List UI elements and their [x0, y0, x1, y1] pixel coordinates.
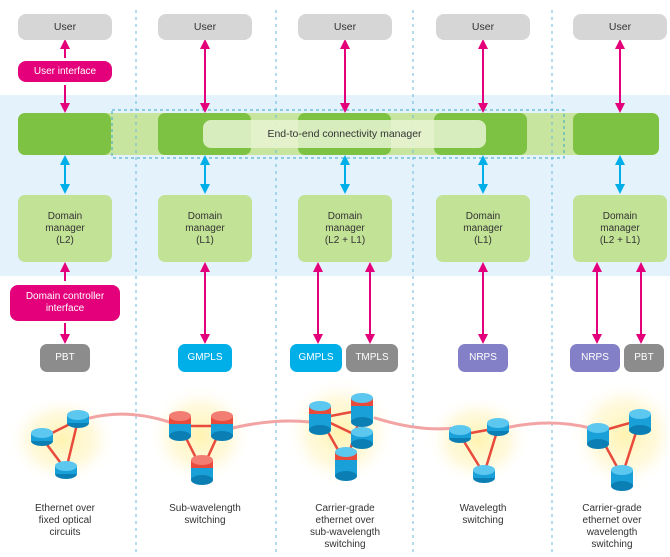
switch-node-icon — [191, 455, 213, 485]
switch-node-icon — [335, 447, 357, 481]
router-node-icon — [449, 425, 471, 443]
caption-col-2: Sub-wavelength switching — [145, 503, 265, 527]
switch-node-icon — [351, 427, 373, 449]
dm-line: (L1) — [474, 234, 492, 246]
protocol-nrps-4: NRPS — [458, 344, 508, 372]
user-box-4: User — [436, 14, 530, 40]
caption-col-4: Wavelegth switching — [423, 503, 543, 527]
caption-line: circuits — [49, 527, 81, 538]
caption-line: Ethernet over — [34, 503, 96, 514]
protocol-arrows — [60, 262, 646, 344]
switch-node-icon — [351, 393, 373, 427]
caption-line: sub-wavelength — [309, 527, 381, 538]
dm-line: (L2 + L1) — [324, 234, 366, 246]
switch-node-icon — [169, 411, 191, 441]
router-node-icon — [55, 461, 77, 479]
caption-line: Sub-wavelength — [169, 503, 241, 514]
caption-line: ethernet over — [315, 515, 375, 526]
caption-line: Wavelegth — [459, 503, 507, 514]
dm-line: manager — [185, 222, 225, 234]
protocol-gmpls-3: GMPLS — [290, 344, 342, 372]
domain-controller-interface-label: Domain controller interface — [10, 285, 120, 321]
switch-node-icon — [611, 465, 633, 491]
dm-line: Domain — [465, 210, 501, 222]
caption-line: fixed optical — [38, 515, 92, 526]
switch-node-icon — [211, 411, 233, 441]
caption-line: ethernet over — [582, 515, 642, 526]
router-node-icon — [487, 418, 509, 436]
e2e-dashed-frame — [111, 109, 565, 159]
caption-line: switching — [591, 539, 633, 550]
inter-domain-links — [88, 412, 592, 432]
caption-line: Carrier-grade — [315, 503, 375, 514]
dm-line: Domain — [602, 210, 638, 222]
dm-line: manager — [45, 222, 85, 234]
domain-manager-3: Domain manager (L2 + L1) — [298, 195, 392, 262]
dm-line: Domain — [47, 210, 83, 222]
user-interface-label: User interface — [18, 61, 112, 82]
user-box-2: User — [158, 14, 252, 40]
caption-line: switching — [462, 515, 504, 526]
network-nodes — [31, 393, 651, 491]
caption-col-1: Ethernet over fixed optical circuits — [5, 503, 125, 539]
dm-line: Domain — [327, 210, 363, 222]
user-box-3: User — [298, 14, 392, 40]
domain-manager-5: Domain manager (L2 + L1) — [573, 195, 667, 262]
protocol-gmpls-2: GMPLS — [178, 344, 232, 372]
e2e-connectivity-manager: End-to-end connectivity manager — [203, 120, 486, 148]
switch-node-icon — [629, 409, 651, 435]
domain-manager-2: Domain manager (L1) — [158, 195, 252, 262]
user-arrows — [60, 39, 625, 113]
dci-line: Domain controller — [25, 291, 105, 302]
dm-line: manager — [325, 222, 365, 234]
router-node-icon — [473, 465, 495, 483]
e2e-bar-segment-5 — [573, 113, 659, 155]
switch-node-icon — [309, 401, 331, 435]
user-box-1: User — [18, 14, 112, 40]
dm-line: (L2 + L1) — [599, 234, 641, 246]
dm-line: manager — [600, 222, 640, 234]
protocol-pbt-5: PBT — [624, 344, 664, 372]
caption-col-5: Carrier-grade ethernet over wavelength s… — [556, 503, 668, 551]
manager-arrows — [60, 155, 625, 194]
switch-node-icon — [587, 423, 609, 449]
dm-line: Domain — [187, 210, 223, 222]
protocol-pbt-1: PBT — [40, 344, 90, 372]
e2e-bar-segment-1 — [18, 113, 111, 155]
domain-manager-1: Domain manager (L2) — [18, 195, 112, 262]
dm-line: (L1) — [196, 234, 214, 246]
caption-col-3: Carrier-grade ethernet over sub-waveleng… — [285, 503, 405, 551]
protocol-nrps-5: NRPS — [570, 344, 620, 372]
protocol-tmpls-3: TMPLS — [346, 344, 398, 372]
dci-line: interface — [45, 303, 85, 314]
router-node-icon — [67, 410, 89, 428]
caption-line: wavelength — [586, 527, 638, 538]
caption-line: switching — [184, 515, 226, 526]
dm-line: manager — [463, 222, 503, 234]
caption-line: switching — [324, 539, 366, 550]
dm-line: (L2) — [56, 234, 74, 246]
user-box-5: User — [573, 14, 667, 40]
domain-manager-4: Domain manager (L1) — [436, 195, 530, 262]
router-node-icon — [31, 428, 53, 446]
caption-line: Carrier-grade — [582, 503, 642, 514]
